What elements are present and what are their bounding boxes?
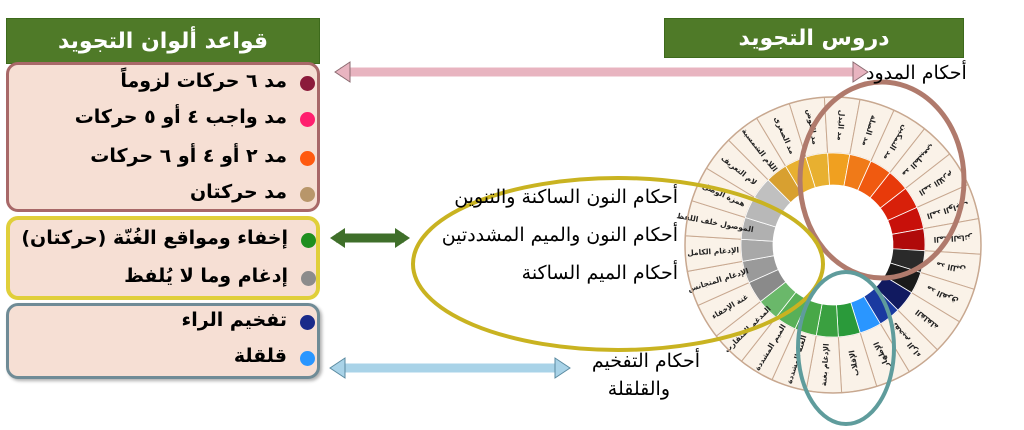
callout-tafkhim-2: والقلقلة	[607, 378, 670, 400]
wheel-segment-label: الإدغام بغنة	[819, 343, 831, 386]
legend-item-label: قلقلة	[233, 345, 287, 367]
color-dot	[301, 233, 316, 248]
callout-madd: أحكام المدود	[866, 62, 967, 84]
right-panel-title: دروس التجويد	[664, 18, 964, 58]
legend-group-ghunna: إخفاء ومواقع الغُنّة (حركتان) إدغام وما …	[6, 216, 320, 300]
madd-highlight-ellipse	[797, 79, 967, 281]
legend-item-label: مد حركتان	[189, 181, 287, 203]
noon-highlight-ellipse	[411, 176, 825, 352]
legend-group-madd: مد ٦ حركات لزوماً مد واجب ٤ أو ٥ حركات م…	[6, 62, 320, 212]
legend-group-tafkhim: تفخيم الراء قلقلة	[6, 303, 320, 379]
wheel-segment-label: مد البدل	[836, 110, 847, 142]
legend-item-label: مد واجب ٤ أو ٥ حركات	[74, 106, 287, 128]
wheel-outer-ring	[684, 96, 982, 394]
color-dot	[300, 151, 315, 166]
color-dot	[300, 351, 315, 366]
legend-item: مد واجب ٤ أو ٥ حركات	[25, 103, 315, 137]
wheel-segment-label: الإدغام الكامل	[687, 245, 739, 257]
callout-noon-3: أحكام الميم الساكنة	[521, 262, 678, 284]
color-dot	[300, 315, 315, 330]
legend-item-label: مد ٢ أو ٤ أو ٦ حركات	[90, 145, 287, 167]
callout-tafkhim-1: أحكام التفخيم	[591, 350, 700, 372]
double-arrow-tafkhim	[329, 357, 571, 379]
double-arrow-madd	[334, 61, 869, 83]
left-panel-title: قواعد ألوان التجويد	[6, 18, 320, 64]
legend-item-label: إخفاء ومواقع الغُنّة (حركتان)	[21, 227, 288, 249]
legend-item: إدغام وما لا يُلفظ	[26, 262, 316, 296]
color-dot	[300, 112, 315, 127]
double-arrow-ghunna	[330, 228, 410, 248]
wheel-segment-label: المد الجائز	[933, 233, 973, 244]
legend-item-label: إدغام وما لا يُلفظ	[124, 265, 288, 287]
legend-item: إخفاء ومواقع الغُنّة (حركتان)	[21, 224, 316, 258]
legend-item: مد ٢ أو ٤ أو ٦ حركات	[25, 142, 315, 176]
legend-item: قلقلة	[25, 342, 315, 376]
legend-item: تفخيم الراء	[25, 306, 315, 340]
tafkhim-highlight-ellipse	[796, 270, 896, 426]
legend-item: مد ٦ حركات لزوماً	[25, 67, 315, 101]
legend-item-label: مد ٦ حركات لزوماً	[120, 70, 287, 92]
legend-item: مد حركتان	[25, 178, 315, 212]
color-dot	[300, 187, 315, 202]
color-dot	[301, 271, 316, 286]
callout-noon-1: أحكام النون الساكنة والتنوين	[454, 186, 678, 208]
color-dot	[300, 76, 315, 91]
legend-item-label: تفخيم الراء	[181, 309, 287, 331]
callout-noon-2: أحكام النون والميم المشددتين	[441, 224, 678, 246]
